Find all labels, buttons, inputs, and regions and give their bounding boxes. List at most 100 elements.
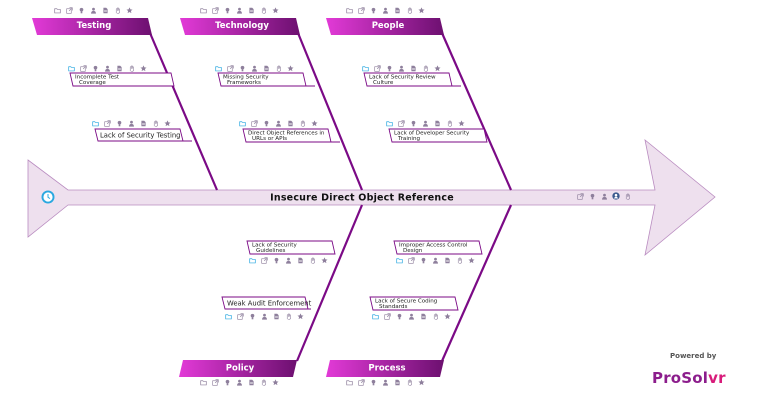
hand-icon[interactable]	[407, 7, 412, 14]
person-icon[interactable]	[409, 313, 414, 320]
bulb-icon[interactable]	[225, 379, 230, 386]
document-icon[interactable]	[395, 379, 400, 386]
document-icon[interactable]	[264, 65, 269, 72]
person-icon[interactable]	[129, 120, 134, 127]
link-icon[interactable]	[212, 379, 219, 386]
folder-icon[interactable]	[239, 121, 246, 127]
star-icon[interactable]	[164, 120, 171, 127]
star-icon[interactable]	[418, 7, 425, 14]
category-process[interactable]: Process	[326, 360, 444, 377]
star-icon[interactable]	[468, 257, 475, 264]
document-icon[interactable]	[395, 7, 400, 14]
bulb-icon[interactable]	[371, 7, 376, 14]
person-icon[interactable]	[237, 379, 242, 386]
document-icon[interactable]	[411, 65, 416, 72]
star-icon[interactable]	[297, 313, 304, 320]
document-icon[interactable]	[249, 379, 254, 386]
link-icon[interactable]	[374, 65, 381, 72]
folder-icon[interactable]	[362, 66, 369, 72]
link-icon[interactable]	[384, 313, 391, 320]
star-icon[interactable]	[418, 379, 425, 386]
hand-icon[interactable]	[310, 257, 315, 264]
hand-icon[interactable]	[286, 313, 291, 320]
star-icon[interactable]	[272, 7, 279, 14]
document-icon[interactable]	[141, 120, 146, 127]
document-icon[interactable]	[249, 7, 254, 14]
clock-icon[interactable]	[41, 190, 55, 204]
document-icon[interactable]	[117, 65, 122, 72]
link-icon[interactable]	[80, 65, 87, 72]
star-icon[interactable]	[311, 120, 318, 127]
link-icon[interactable]	[237, 313, 244, 320]
link-icon[interactable]	[358, 379, 365, 386]
person-icon[interactable]	[262, 313, 267, 320]
bulb-icon[interactable]	[387, 65, 392, 72]
star-icon[interactable]	[458, 120, 465, 127]
link-icon[interactable]	[212, 7, 219, 14]
star-icon[interactable]	[434, 65, 441, 72]
person-icon[interactable]	[383, 7, 388, 14]
person-icon[interactable]	[383, 379, 388, 386]
folder-icon[interactable]	[396, 258, 403, 264]
bulb-icon[interactable]	[264, 120, 269, 127]
document-icon[interactable]	[274, 313, 279, 320]
bulb-icon[interactable]	[411, 120, 416, 127]
category-technology[interactable]: Technology	[180, 18, 300, 35]
document-icon[interactable]	[435, 120, 440, 127]
link-icon[interactable]	[408, 257, 415, 264]
person-icon[interactable]	[237, 7, 242, 14]
prosolvr-logo[interactable]: ProSolvr	[652, 369, 726, 387]
person-icon[interactable]	[252, 65, 257, 72]
folder-icon[interactable]	[200, 380, 207, 386]
star-icon[interactable]	[272, 379, 279, 386]
hand-icon[interactable]	[261, 7, 266, 14]
person-icon[interactable]	[105, 65, 110, 72]
folder-icon[interactable]	[92, 121, 99, 127]
person-icon[interactable]	[423, 120, 428, 127]
hand-icon[interactable]	[129, 65, 134, 72]
link-icon[interactable]	[104, 120, 111, 127]
cause-policy-2[interactable]: Weak Audit Enforcement	[221, 296, 312, 310]
document-icon[interactable]	[288, 120, 293, 127]
hand-icon[interactable]	[457, 257, 462, 264]
folder-icon[interactable]	[54, 8, 61, 14]
category-policy[interactable]: Policy	[179, 360, 297, 377]
folder-icon[interactable]	[200, 8, 207, 14]
hand-icon[interactable]	[153, 120, 158, 127]
document-icon[interactable]	[298, 257, 303, 264]
hand-icon[interactable]	[407, 379, 412, 386]
bulb-icon[interactable]	[274, 257, 279, 264]
link-icon[interactable]	[261, 257, 268, 264]
document-icon[interactable]	[445, 257, 450, 264]
bulb-icon[interactable]	[79, 7, 84, 14]
person-icon[interactable]	[286, 257, 291, 264]
user-circle-icon[interactable]	[612, 192, 620, 200]
folder-icon[interactable]	[215, 66, 222, 72]
cause-testing-2[interactable]: Lack of Security Testing	[94, 128, 192, 142]
folder-icon[interactable]	[386, 121, 393, 127]
star-icon[interactable]	[140, 65, 147, 72]
link-icon[interactable]	[66, 7, 73, 14]
bulb-icon[interactable]	[240, 65, 245, 72]
person-icon[interactable]	[91, 7, 96, 14]
document-icon[interactable]	[421, 313, 426, 320]
document-icon[interactable]	[103, 7, 108, 14]
hand-icon[interactable]	[261, 379, 266, 386]
star-icon[interactable]	[321, 257, 328, 264]
bulb-icon[interactable]	[397, 313, 402, 320]
person-icon[interactable]	[276, 120, 281, 127]
folder-icon[interactable]	[372, 314, 379, 320]
category-testing[interactable]: Testing	[32, 18, 152, 35]
star-icon[interactable]	[444, 313, 451, 320]
category-people[interactable]: People	[326, 18, 444, 35]
person-icon[interactable]	[433, 257, 438, 264]
hand-icon[interactable]	[433, 313, 438, 320]
bulb-icon[interactable]	[250, 313, 255, 320]
hand-icon[interactable]	[447, 120, 452, 127]
